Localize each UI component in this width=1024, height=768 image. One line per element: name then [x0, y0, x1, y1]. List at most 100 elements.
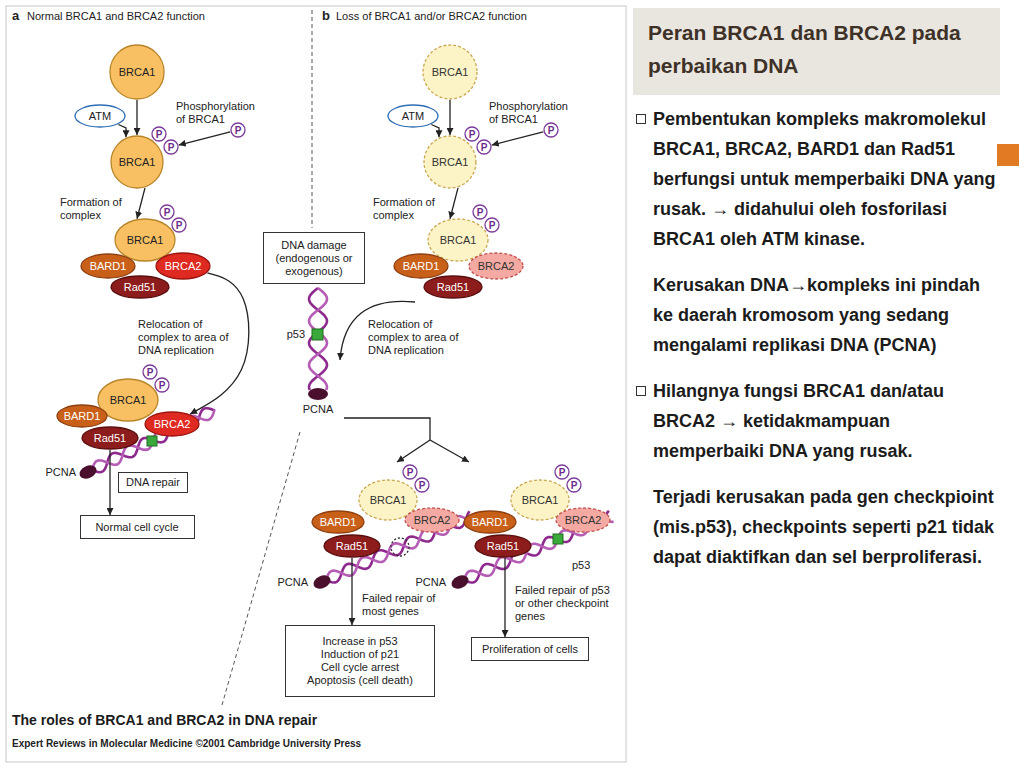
- label-text: Formation of complex: [373, 196, 447, 222]
- brca2-protein-lost: BRCA2: [468, 252, 524, 280]
- node-text: ATM: [89, 110, 111, 123]
- phosphate-circle-shape: [544, 123, 558, 137]
- arrow-connector: [118, 124, 126, 137]
- brca1-protein-lost: BRCA1: [423, 135, 477, 189]
- node-text: P: [489, 220, 496, 231]
- arrow-connector: [351, 558, 352, 625]
- body-paragraph: Pembentukan kompleks makromolekul BRCA1,…: [653, 104, 998, 254]
- label-text: PCNA: [40, 466, 76, 479]
- phosphate-circle-shape: [164, 140, 178, 154]
- label-text: Failed repair of most genes: [362, 592, 444, 618]
- phosphate-circle-shape: [155, 378, 169, 392]
- rad51-protein: Rad51: [110, 275, 170, 299]
- title-band: [633, 8, 1000, 95]
- rad51-protein-shape: [424, 276, 482, 298]
- phosphate-circle-shape: [231, 123, 245, 137]
- node-text: P: [559, 467, 566, 478]
- figure-caption: The roles of BRCA1 and BRCA2 in DNA repa…: [12, 712, 317, 729]
- bard1-protein-shape: [312, 511, 364, 533]
- phosphate-circle-shape: [152, 127, 166, 141]
- brca1-protein-lost-shape: [423, 45, 477, 99]
- phosphate-circle: P: [154, 377, 170, 393]
- phosphate-circle: P: [151, 126, 167, 142]
- brca2-protein-shape: [145, 412, 199, 436]
- phosphate-circle: P: [484, 217, 500, 233]
- brca2-protein-lost-shape: [556, 508, 610, 532]
- split-arrow: [397, 440, 430, 462]
- phosphate-circle-shape: [403, 465, 417, 479]
- brca2-protein-lost-shape: [469, 253, 523, 279]
- bard1-protein-shape: [57, 405, 107, 427]
- slide-title: Peran BRCA1 dan BRCA2 pada perbaikan DNA: [648, 16, 993, 82]
- node-text: BRCA1: [119, 156, 156, 169]
- rad51-protein-shape: [475, 535, 531, 557]
- phosphate-circle-shape: [473, 205, 487, 219]
- phosphate-circle: P: [163, 139, 179, 155]
- divider-line: [312, 10, 313, 228]
- node-text: P: [469, 129, 476, 140]
- label-text: Expert Reviews in Molecular Medicine ©20…: [12, 738, 361, 750]
- rad51-protein: Rad51: [423, 275, 483, 299]
- phosphate-circle: P: [472, 204, 488, 220]
- process-box: DNA repair: [118, 472, 188, 493]
- p53-marker: [312, 329, 323, 340]
- node-text: BRCA1: [522, 494, 559, 507]
- rad51-protein-shape: [82, 427, 138, 449]
- dna-strand: [309, 288, 327, 390]
- node-text: Rad51: [94, 432, 126, 445]
- node-text: Normal cell cycle: [95, 521, 178, 534]
- atm-kinase: ATM: [387, 104, 439, 128]
- figure-frame: [6, 6, 626, 762]
- node-text: BRCA1: [370, 494, 407, 507]
- brca2-protein-lost: BRCA2: [555, 507, 611, 533]
- arrow-connector: [109, 450, 110, 515]
- node-text: BRCA2: [165, 260, 202, 273]
- atm-kinase-shape: [75, 105, 125, 127]
- brca1-protein-shape: [111, 136, 163, 188]
- brca1-protein: BRCA1: [109, 44, 165, 100]
- arrow-connector: [136, 100, 137, 135]
- split-arrow: [344, 418, 430, 440]
- bullet-square: [636, 386, 646, 396]
- atm-kinase: ATM: [74, 104, 126, 128]
- label-text: a: [12, 8, 19, 24]
- phosphate-circle: P: [414, 477, 430, 493]
- label-text: Loss of BRCA1 and/or BRCA2 function: [336, 10, 527, 23]
- repair-marker: [147, 436, 157, 446]
- bard1-protein: BARD1: [311, 510, 365, 534]
- label-text: Relocation of complex to area of DNA rep…: [138, 318, 234, 357]
- node-text: Induction of p21: [321, 648, 399, 661]
- phosphate-circle-shape: [172, 218, 186, 232]
- node-text: Increase in p53: [322, 635, 397, 648]
- brca1-protein-shape: [110, 45, 164, 99]
- phosphate-circle-shape: [477, 140, 491, 154]
- label-text: PCNA: [410, 576, 446, 589]
- node-text: DNA repair: [126, 476, 180, 489]
- phosphate-circle: P: [402, 464, 418, 480]
- arrow-connector: [450, 188, 458, 219]
- node-text: BRCA1: [127, 234, 164, 247]
- label-text: Normal BRCA1 and BRCA2 function: [27, 10, 205, 23]
- pcna-clamp: [77, 463, 98, 481]
- failed-repair-gap: [391, 538, 409, 556]
- label-text: b: [322, 8, 330, 24]
- node-text: BARD1: [320, 516, 357, 529]
- node-text: ATM: [402, 110, 424, 123]
- label-text: PCNA: [298, 403, 338, 416]
- label-text: Failed repair of p53 or other checkpoint…: [515, 584, 615, 623]
- node-text: P: [407, 467, 414, 478]
- pcna-clamp: [449, 573, 470, 591]
- phosphate-circle: P: [142, 364, 158, 380]
- node-text: BRCA2: [478, 260, 515, 273]
- process-box: DNA damage (endogenous or exogenous): [263, 232, 365, 284]
- node-text: P: [481, 142, 488, 153]
- node-text: P: [147, 367, 154, 378]
- arrow-connector: [492, 132, 543, 145]
- label-text: PCNA: [272, 576, 308, 589]
- bard1-protein: BARD1: [463, 510, 517, 534]
- node-text: DNA damage (endogenous or exogenous): [270, 239, 358, 278]
- bullet-square: [637, 387, 646, 396]
- node-text: P: [571, 480, 578, 491]
- rad51-protein: Rad51: [323, 534, 381, 558]
- node-text: BRCA1: [432, 66, 469, 79]
